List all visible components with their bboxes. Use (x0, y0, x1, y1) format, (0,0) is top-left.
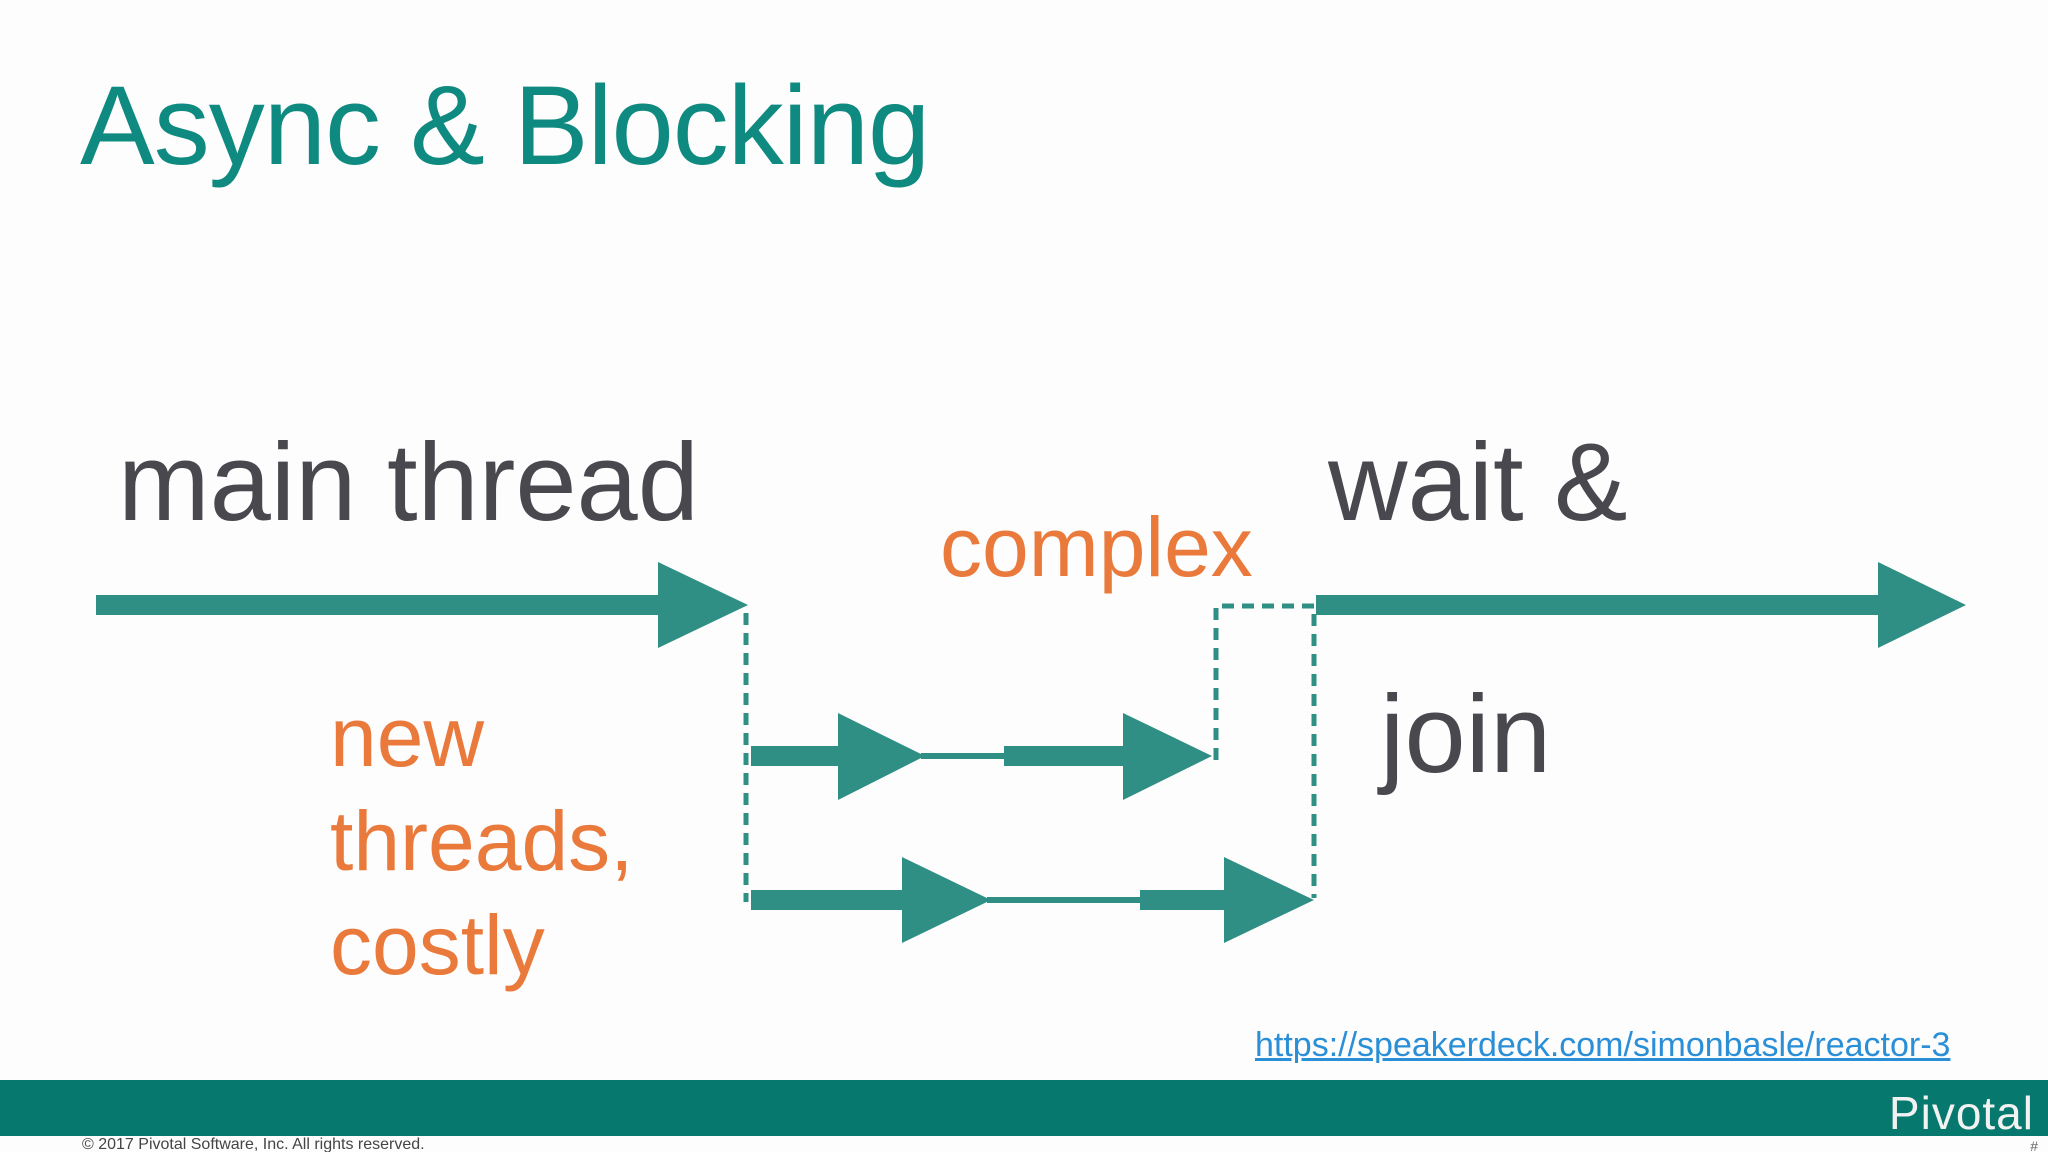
footer-bar (0, 1080, 2048, 1136)
join-dotted-connector (1213, 603, 1317, 898)
new-threads-label: new threads, costly (330, 690, 634, 993)
thread-arrow-upper (751, 713, 1212, 800)
copyright-notice: © 2017 Pivotal Software, Inc. All rights… (82, 1136, 425, 1152)
complex-label: complex (940, 500, 1253, 594)
wait-join-arrow (1316, 562, 1966, 648)
speakerdeck-link[interactable]: https://speakerdeck.com/simonbasle/react… (1255, 1026, 1951, 1064)
slide-title: Async & Blocking (80, 63, 930, 188)
main-thread-label: main thread (118, 421, 699, 544)
pivotal-logo: Pivotal (1888, 1087, 2034, 1139)
join-label: join (1380, 673, 1552, 796)
page-number: # (2030, 1138, 2038, 1152)
thread-arrow-lower (751, 857, 1314, 943)
wait-label: wait & (1328, 421, 1628, 544)
main-thread-arrow (96, 562, 748, 648)
